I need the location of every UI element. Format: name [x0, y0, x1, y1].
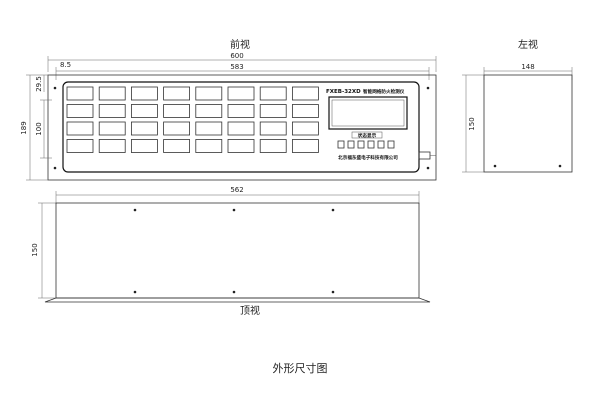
indicator-window: [291, 104, 319, 118]
mount-hole: [426, 166, 430, 170]
indicator-window: [259, 104, 287, 118]
panel-manufacturer: 北京福东盛电子科技有限公司: [338, 154, 398, 161]
screw-hole: [558, 164, 562, 168]
front-outer-frame: [47, 74, 437, 181]
left-view-title: 左视: [518, 38, 538, 51]
indicator-window: [130, 86, 158, 101]
lcd-screen: [331, 99, 405, 127]
status-label: 状态显示: [358, 132, 377, 139]
status-label-box: [351, 131, 383, 139]
indicator-window: [227, 121, 255, 136]
indicator-window: [291, 121, 319, 136]
indicator-window: [227, 139, 255, 153]
top-view-title: 顶视: [240, 304, 260, 317]
inner-height-label: 100: [35, 122, 43, 135]
status-buttons: [337, 140, 395, 149]
indicator-window: [98, 86, 126, 101]
screw-hole: [133, 208, 137, 212]
mount-hole: [426, 86, 430, 90]
top-view: 562 150 顶视: [31, 186, 431, 317]
indicator-grid: [66, 86, 319, 153]
indicator-window: [130, 139, 158, 153]
left-body: [483, 74, 573, 173]
mount-hole: [53, 86, 57, 90]
panel-model: FXEB-32XD: [326, 89, 361, 95]
indicator-window: [195, 104, 223, 118]
indicator-window: [259, 86, 287, 101]
lcd-display: [328, 96, 408, 130]
inner-width-label: 583: [230, 63, 243, 71]
indicator-window: [227, 104, 255, 118]
figure-caption: 外形尺寸图: [273, 361, 328, 375]
indicator-window: [130, 104, 158, 118]
indicator-window: [66, 86, 94, 101]
status-button[interactable]: [377, 140, 385, 149]
indicator-window: [259, 139, 287, 153]
indicator-window: [195, 121, 223, 136]
indicator-window: [130, 121, 158, 136]
top-height-label: 150: [31, 243, 39, 256]
screw-hole: [232, 290, 236, 294]
top-offset-label: 29.5: [35, 76, 43, 92]
screw-hole: [331, 208, 335, 212]
indicator-window: [98, 104, 126, 118]
indicator-window: [291, 86, 319, 101]
indicator-window: [291, 139, 319, 153]
status-button[interactable]: [387, 140, 395, 149]
indicator-window: [66, 121, 94, 136]
indicator-window: [163, 139, 191, 153]
left-width-label: 148: [521, 63, 534, 71]
front-view-title: 前视: [230, 38, 250, 51]
side-connector: [418, 151, 431, 160]
status-button[interactable]: [347, 140, 355, 149]
status-button[interactable]: [357, 140, 365, 149]
panel-name: 智能网络防火检测仪: [363, 88, 405, 95]
front-view: 前视 600 583 8.5 189 29.5 100: [20, 38, 437, 181]
left-view: 左视 148 150: [462, 38, 573, 173]
indicator-window: [66, 139, 94, 153]
status-button[interactable]: [337, 140, 345, 149]
indicator-window: [227, 86, 255, 101]
top-front-flange: [44, 297, 431, 303]
top-width-label: 562: [230, 186, 243, 194]
indicator-window: [98, 139, 126, 153]
indicator-window: [163, 104, 191, 118]
indicator-window: [163, 121, 191, 136]
top-body: [55, 202, 420, 299]
indicator-window: [98, 121, 126, 136]
screw-hole: [232, 208, 236, 212]
overall-width-label: 600: [230, 52, 243, 60]
left-height-label: 150: [468, 117, 476, 130]
left-offset-label: 8.5: [60, 61, 71, 69]
indicator-window: [163, 86, 191, 101]
mount-hole: [53, 166, 57, 170]
indicator-window: [66, 104, 94, 118]
indicator-window: [195, 86, 223, 101]
overall-height-label: 189: [20, 121, 28, 134]
front-panel: [62, 81, 420, 173]
screw-hole: [331, 290, 335, 294]
screw-hole: [493, 164, 497, 168]
status-button[interactable]: [367, 140, 375, 149]
indicator-window: [259, 121, 287, 136]
indicator-window: [195, 139, 223, 153]
screw-hole: [133, 290, 137, 294]
